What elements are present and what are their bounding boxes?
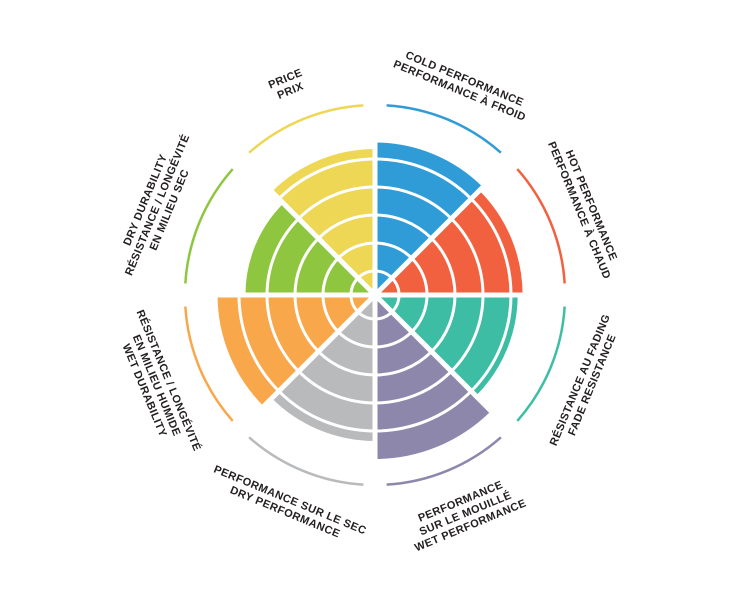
sector-wedge-wet-performance xyxy=(375,295,491,459)
sector-separator xyxy=(253,293,377,417)
sector-arc-cold-performance xyxy=(386,104,502,154)
sector-wedge-fade-resistance xyxy=(375,295,518,396)
sector-separator xyxy=(373,173,497,297)
sector-arc-dry-durability xyxy=(184,168,234,284)
sector-arc-price xyxy=(248,104,364,154)
sector-wedge-cold-performance xyxy=(375,142,483,295)
sector-wedge-price xyxy=(271,149,375,295)
center-dot xyxy=(369,289,381,301)
sector-wedge-dry-performance xyxy=(271,295,375,441)
sector-arc-wet-performance xyxy=(386,436,502,486)
sector-arc-fade-resistance xyxy=(516,306,566,422)
sector-arc-hot-performance xyxy=(516,168,566,284)
sector-label-line: PERFORMANCE SUR LE SEC xyxy=(212,463,368,537)
sector-arc-wet-durability xyxy=(184,306,234,422)
sector-separator xyxy=(253,173,377,297)
sector-wedge-wet-durability xyxy=(217,295,375,407)
sector-arc-dry-performance xyxy=(248,436,364,486)
sector-separator xyxy=(373,293,497,417)
